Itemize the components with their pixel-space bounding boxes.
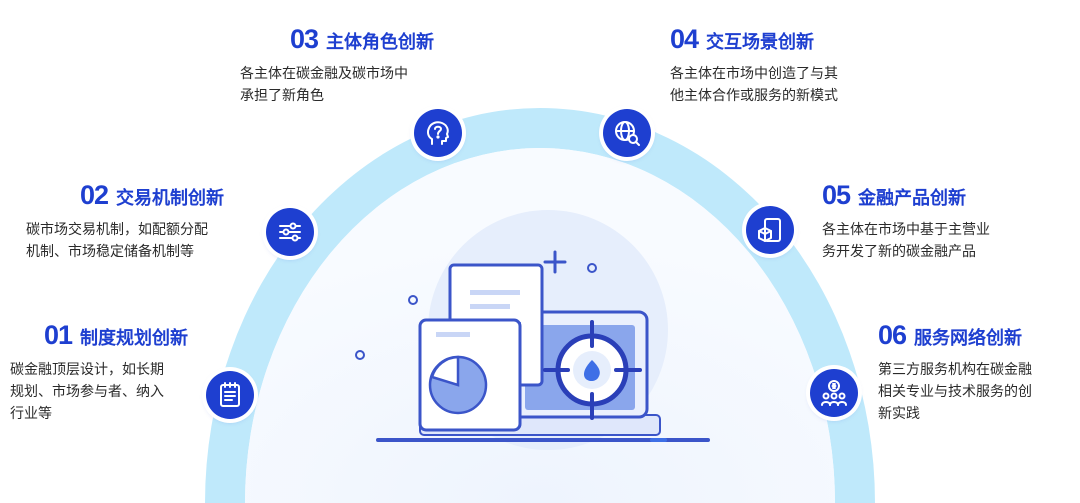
item-description: 各主体在市场中基于主营业 务开发了新的碳金融产品	[822, 222, 990, 260]
item-01: 01 制度规划创新 碳金融顶层设计，如长期 规划、市场参与者、纳入 行业等	[10, 320, 188, 425]
item-description: 各主体在碳金融及碳市场中 承担了新角色	[240, 66, 408, 104]
item-04: 04 交互场景创新 各主体在市场中创造了与其 他主体合作或服务的新模式	[670, 24, 838, 107]
item-description: 碳金融顶层设计，如长期 规划、市场参与者、纳入 行业等	[10, 362, 164, 422]
item-description: 第三方服务机构在碳金融 相关专业与技术服务的创 新实践	[878, 362, 1032, 422]
item-title: 金融产品创新	[858, 188, 967, 209]
service-network-icon	[810, 369, 858, 417]
item-title: 服务网络创新	[914, 328, 1023, 349]
item-title: 制度规划创新	[80, 328, 189, 349]
central-illustration	[355, 210, 710, 450]
item-title: 交互场景创新	[706, 32, 815, 53]
item-number: 04	[670, 24, 699, 54]
item-number: 02	[80, 180, 109, 210]
product-box-icon	[746, 206, 794, 254]
item-number: 05	[822, 180, 851, 210]
item-description: 各主体在市场中创造了与其 他主体合作或服务的新模式	[670, 66, 838, 104]
item-number: 03	[290, 24, 319, 54]
head-question-icon	[414, 109, 462, 157]
item-05: 05 金融产品创新 各主体在市场中基于主营业 务开发了新的碳金融产品	[822, 180, 990, 263]
item-number: 01	[44, 320, 73, 350]
item-06: 06 服务网络创新 第三方服务机构在碳金融 相关专业与技术服务的创 新实践	[878, 320, 1032, 425]
clipboard-icon	[206, 371, 254, 419]
item-03: 03 主体角色创新 各主体在碳金融及碳市场中 承担了新角色	[240, 24, 434, 107]
item-title: 交易机制创新	[116, 188, 225, 209]
sliders-icon	[266, 208, 314, 256]
globe-search-icon	[603, 109, 651, 157]
item-description: 碳市场交易机制，如配额分配 机制、市场稳定储备机制等	[26, 222, 208, 260]
item-title: 主体角色创新	[326, 32, 435, 53]
item-02: 02 交易机制创新 碳市场交易机制，如配额分配 机制、市场稳定储备机制等	[26, 180, 224, 263]
item-number: 06	[878, 320, 907, 350]
